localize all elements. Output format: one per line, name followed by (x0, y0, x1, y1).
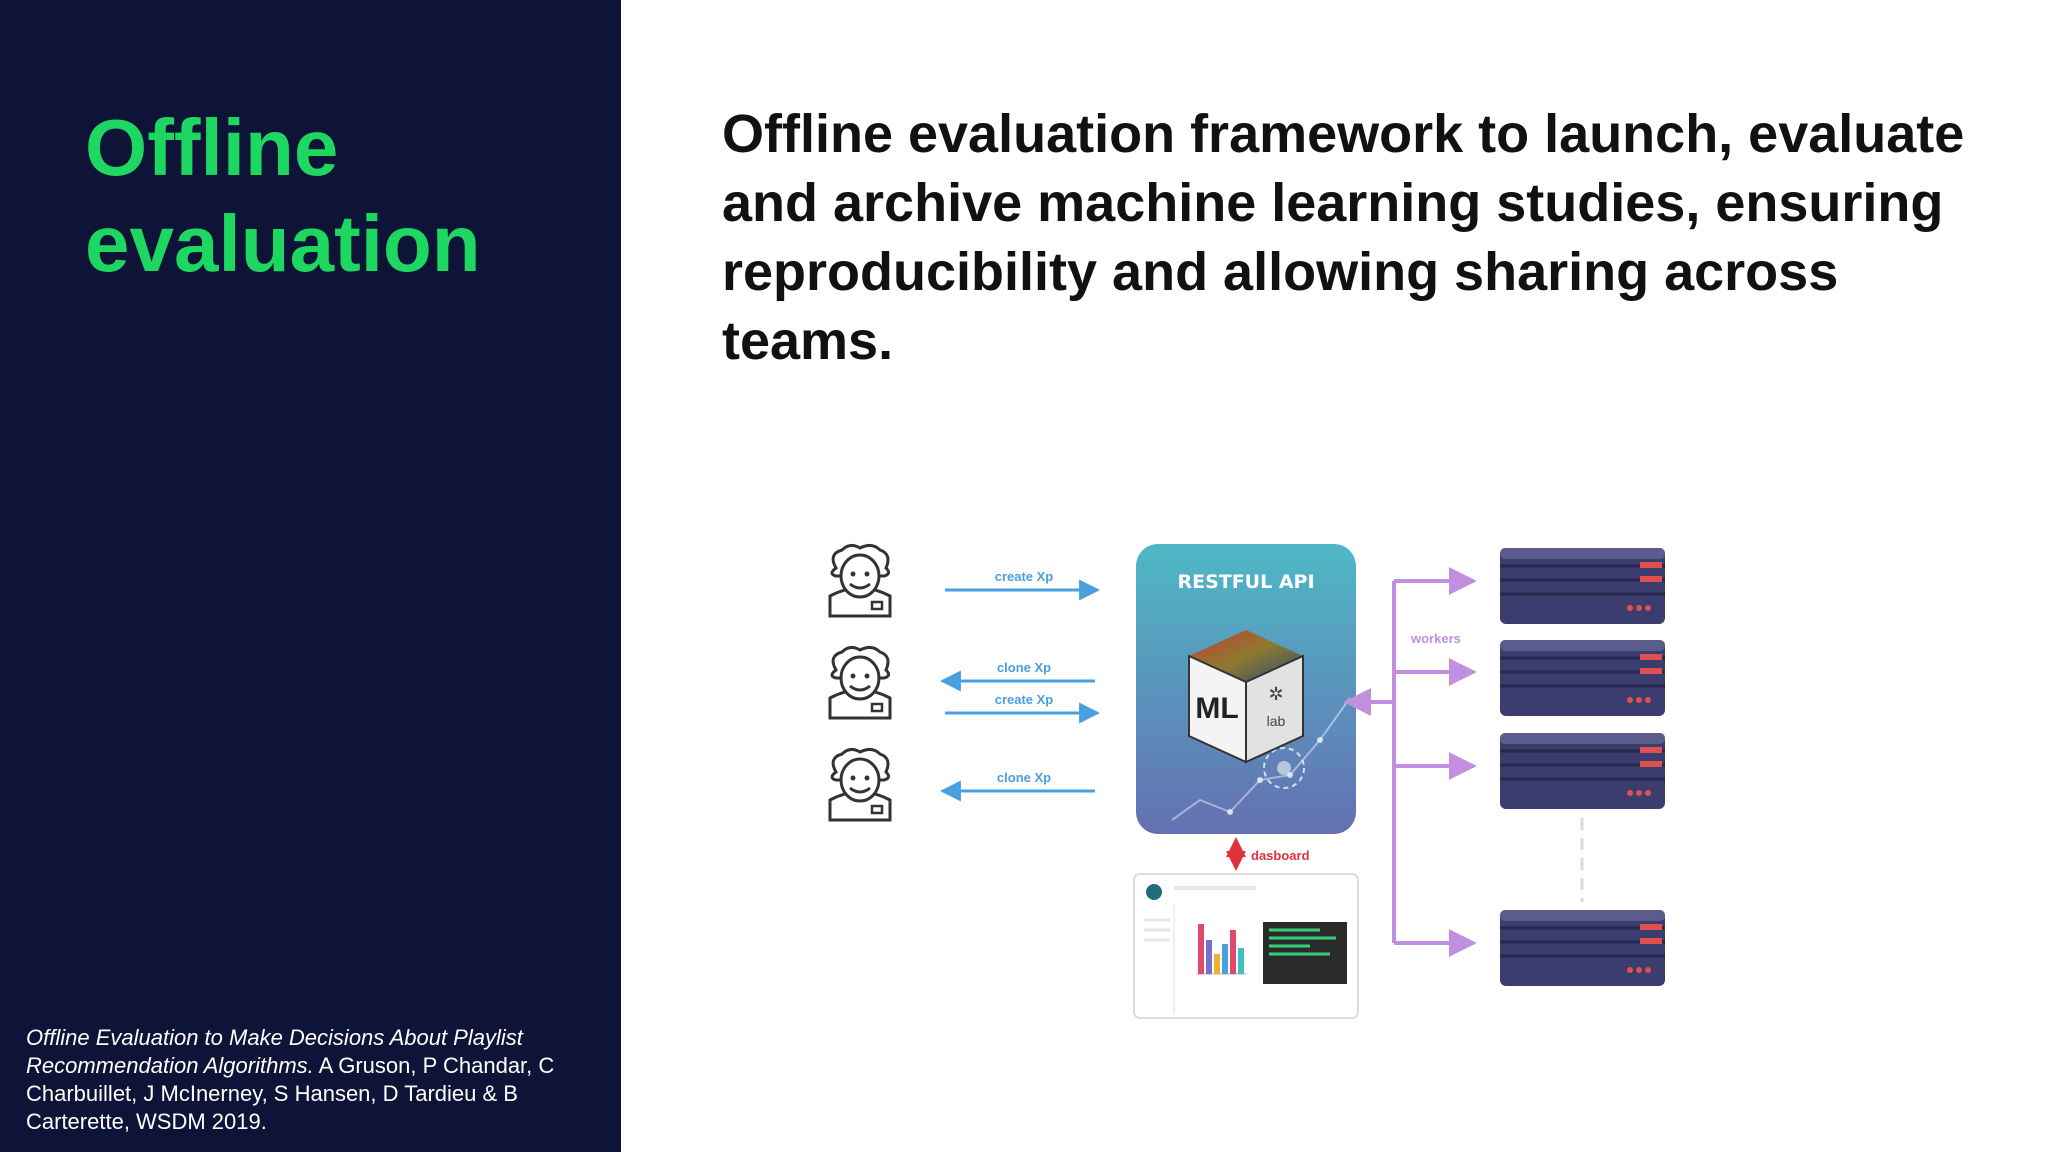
left-panel: Offline evaluation Offline Evaluation to… (0, 0, 621, 1152)
server-icon-2 (1500, 640, 1665, 716)
user-icon-2 (828, 645, 892, 720)
workers-label: workers (1410, 631, 1461, 646)
api-title: RESTFUL API (1177, 571, 1314, 593)
slide-title: Offline evaluation (85, 100, 481, 292)
lab-label: lab (1267, 713, 1286, 729)
label-clone-xp-2: clone Xp (997, 770, 1051, 785)
label-create-xp-2: create Xp (995, 692, 1054, 707)
server-icon-3 (1500, 733, 1665, 809)
dashboard-logo-icon (1146, 884, 1162, 900)
restful-api-box: RESTFUL API ML lab ✲ (1136, 544, 1356, 834)
dashboard-bar-chart-icon (1196, 924, 1246, 975)
atom-icon: ✲ (1268, 684, 1283, 705)
lead-text: Offline evaluation framework to launch, … (722, 104, 1965, 371)
server-icon-4 (1500, 910, 1665, 986)
workers-connector (1343, 567, 1477, 957)
citation: Offline Evaluation to Make Decisions Abo… (26, 1024, 606, 1136)
dashboard-label: dasboard (1251, 848, 1310, 863)
dashboard-panel (1133, 873, 1359, 1019)
title-line-2: evaluation (85, 199, 481, 288)
ml-label: ML (1195, 692, 1238, 725)
dashboard-terminal-icon (1263, 922, 1347, 984)
user-icon-1 (828, 543, 892, 618)
label-create-xp-1: create Xp (995, 569, 1054, 584)
citation-authors: A Gruson, P Chandar, C Charbuillet, J Mc… (26, 1053, 555, 1134)
user-icon-3 (828, 747, 892, 822)
architecture-diagram: create Xp clone Xp create Xp clone Xp RE… (828, 543, 1665, 1019)
title-line-1: Offline (85, 103, 339, 192)
ml-lab-cube-icon: ML lab ✲ (1188, 630, 1304, 764)
server-icon-1 (1500, 548, 1665, 624)
label-clone-xp-1: clone Xp (997, 660, 1051, 675)
citation-title: Offline Evaluation to Make Decisions Abo… (26, 1025, 523, 1078)
target-icon (1263, 747, 1305, 789)
